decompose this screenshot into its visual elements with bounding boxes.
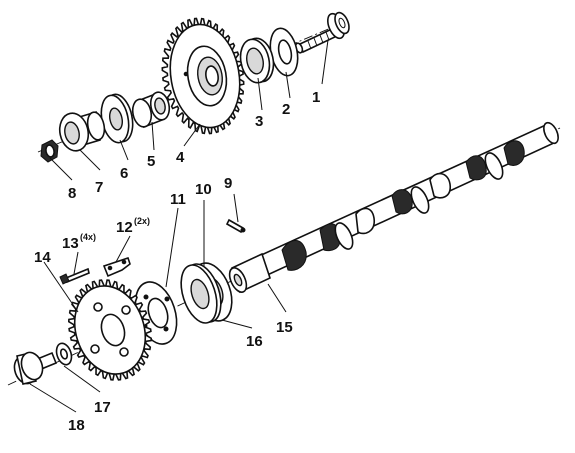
callout-2: 2 — [282, 101, 290, 118]
part-9-dowel-pin — [225, 218, 246, 234]
callout-5: 5 — [147, 153, 155, 170]
part-5-bushing — [131, 91, 171, 129]
part-12-lock-plate — [102, 256, 131, 278]
part-2-washer — [269, 27, 299, 77]
callout-8: 8 — [68, 185, 76, 202]
callout-15: 15 — [276, 319, 293, 336]
callout-3: 3 — [255, 113, 263, 130]
part-17-washer — [55, 342, 73, 366]
part-15-camshaft — [228, 121, 559, 294]
part-4-intermediate-gear — [161, 17, 245, 135]
callout-12: 12 — [116, 219, 133, 236]
callout-13: 13 — [62, 235, 79, 252]
callout-7: 7 — [95, 179, 103, 196]
callout-13-qty: (4x) — [80, 232, 96, 242]
lower-assembly — [7, 121, 561, 386]
leader-lines — [29, 39, 329, 413]
part-18-bolt — [13, 351, 58, 385]
callout-12-qty: (2x) — [134, 216, 150, 226]
part-8-nut — [40, 139, 59, 163]
callout-10: 10 — [195, 181, 212, 198]
part-13-bolt — [59, 267, 90, 285]
upper-assembly — [37, 11, 350, 163]
callout-18: 18 — [68, 417, 85, 434]
callout-11: 11 — [170, 191, 186, 208]
callout-16: 16 — [246, 333, 263, 350]
callout-6: 6 — [120, 165, 128, 182]
callout-14: 14 — [34, 249, 51, 266]
callout-1: 1 — [312, 89, 320, 106]
part-1-bolt — [294, 11, 350, 54]
callout-labels: 1 2 3 4 5 6 7 8 9 10 11 12 (2x) 13 (4x) … — [34, 89, 320, 434]
part-14-camshaft-gear — [67, 279, 153, 381]
callout-9: 9 — [224, 175, 232, 192]
part-7-flanged-hub — [58, 110, 106, 152]
part-10-flange — [180, 263, 222, 324]
callout-4: 4 — [176, 149, 185, 166]
callout-17: 17 — [94, 399, 111, 416]
